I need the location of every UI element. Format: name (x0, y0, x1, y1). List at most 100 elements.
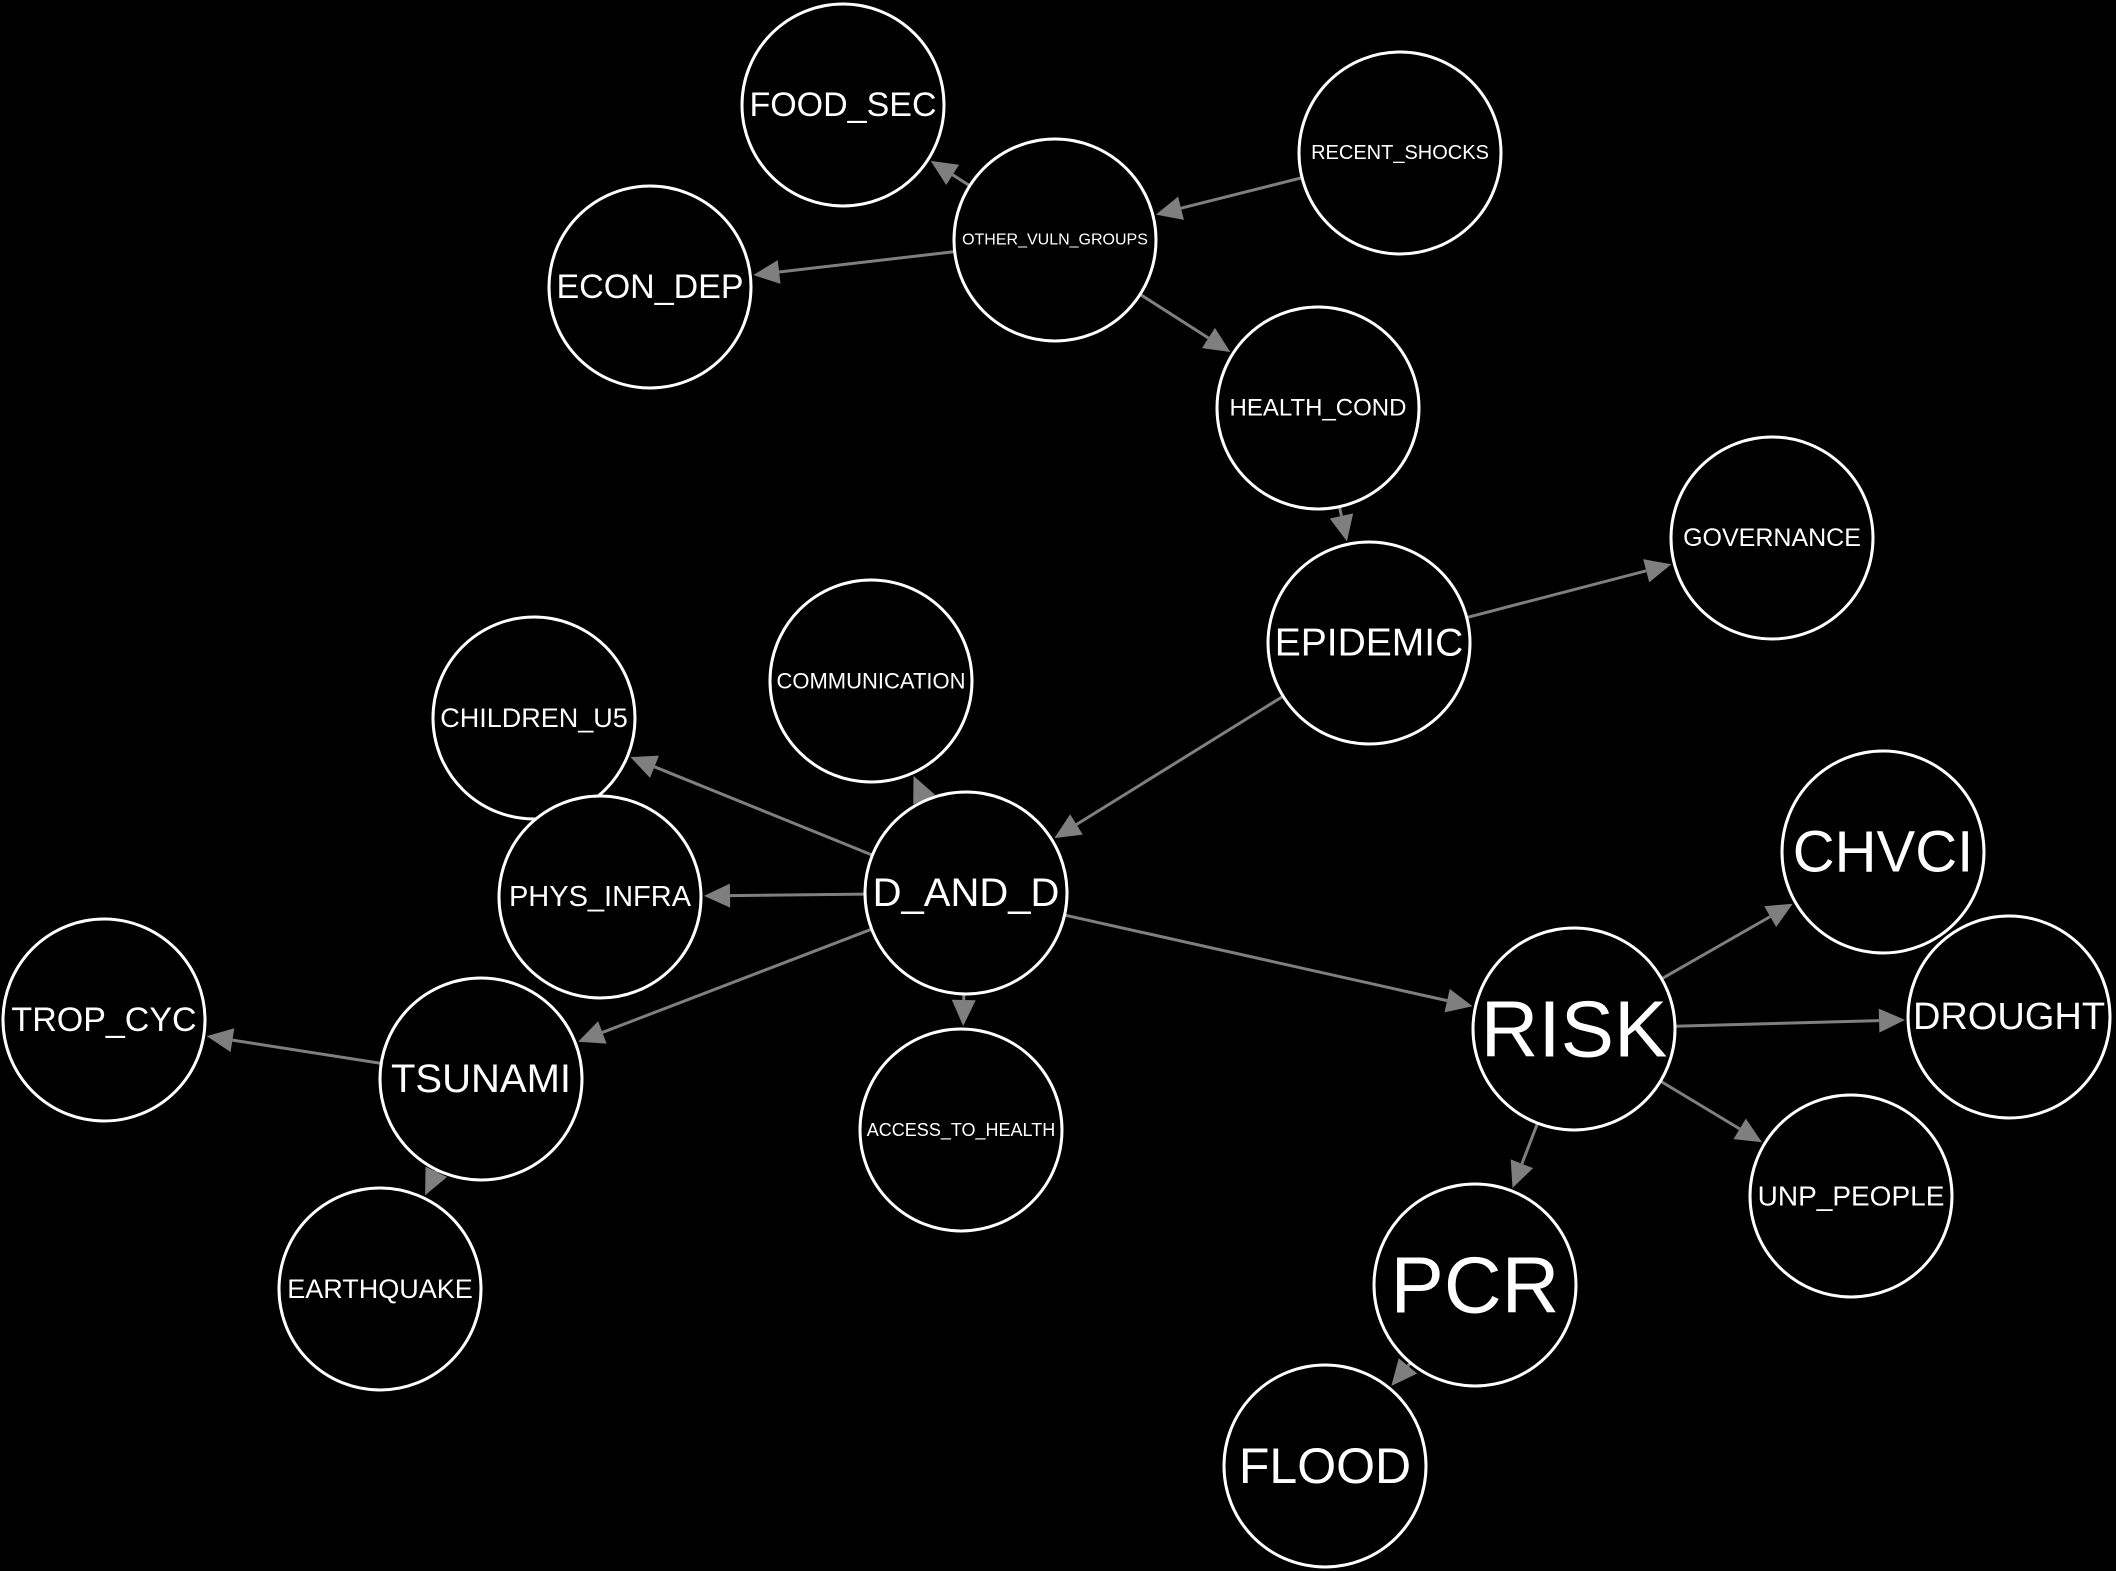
node-epidemic[interactable]: EPIDEMIC (1266, 540, 1472, 746)
arrowhead-icon (753, 260, 781, 284)
node-econ-dep[interactable]: ECON_DEP (547, 184, 753, 390)
edge-line (1139, 293, 1210, 340)
arrowhead-icon (206, 1028, 235, 1052)
arrowhead-icon (913, 775, 936, 805)
edge-other-vuln-groups-to-food-sec (930, 160, 971, 188)
node-communication[interactable]: COMMUNICATION (768, 578, 974, 784)
node-food-sec[interactable]: FOOD_SEC (740, 2, 946, 208)
node-drought[interactable]: DROUGHT (1906, 914, 2112, 1120)
edge-line (232, 1038, 382, 1065)
node-label: HEALTH_COND (1230, 395, 1407, 422)
node-label: GOVERNANCE (1683, 524, 1861, 552)
node-earthquake[interactable]: EARTHQUAKE (277, 1186, 483, 1392)
arrowhead-icon (703, 883, 731, 908)
arrowhead-icon (1764, 903, 1793, 928)
edge-health-cond-to-epidemic (1329, 506, 1354, 542)
arrowhead-icon (425, 1166, 448, 1196)
node-label: TROP_CYC (11, 1001, 196, 1039)
arrowhead-icon (1054, 814, 1083, 839)
arrowhead-icon (1643, 559, 1672, 583)
node-circle (1, 917, 207, 1123)
node-label: CHILDREN_U5 (440, 703, 628, 733)
node-circle (378, 976, 584, 1182)
edge-risk-to-chvci (1660, 903, 1793, 981)
node-circle (1266, 540, 1472, 746)
edge-tsunami-to-trop-cyc (206, 1028, 382, 1065)
node-circle (1215, 305, 1421, 511)
node-phys-infra[interactable]: PHYS_INFRA (497, 794, 703, 1000)
node-label: UNP_PEOPLE (1758, 1181, 1945, 1212)
node-chvci[interactable]: CHVCI (1780, 749, 1986, 955)
node-recent-shocks[interactable]: RECENT_SHOCKS (1297, 50, 1503, 256)
node-circle (547, 184, 753, 390)
node-circle (858, 1027, 1064, 1233)
edge-line (1466, 569, 1647, 619)
node-governance[interactable]: GOVERNANCE (1669, 435, 1875, 641)
edge-d-and-d-to-tsunami (578, 927, 873, 1044)
node-label: PCR (1391, 1241, 1560, 1330)
node-label: CHVCI (1793, 820, 1973, 885)
edge-epidemic-to-governance (1466, 559, 1672, 619)
node-circle (863, 790, 1069, 996)
arrowhead-icon (630, 755, 659, 778)
edge-d-and-d-to-risk (1064, 913, 1473, 1013)
node-trop-cyc[interactable]: TROP_CYC (1, 917, 207, 1123)
edge-line (1337, 506, 1343, 517)
edges-layer (206, 160, 1906, 1386)
node-children-u5[interactable]: CHILDREN_U5 (431, 615, 637, 821)
edge-epidemic-to-d-and-d (1054, 694, 1284, 839)
node-pcr[interactable]: PCR (1372, 1182, 1578, 1388)
node-circle (1780, 749, 1986, 955)
node-other-vuln-groups[interactable]: OTHER_VULN_GROUPS (952, 137, 1158, 343)
node-label: COMMUNICATION (776, 669, 965, 694)
node-label: RISK (1481, 985, 1668, 1074)
node-label: D_AND_D (873, 871, 1060, 915)
node-label: TSUNAMI (391, 1057, 571, 1101)
edge-risk-to-drought (1674, 1008, 1906, 1033)
node-tsunami[interactable]: TSUNAMI (378, 976, 584, 1182)
edge-d-and-d-to-children-u5 (630, 755, 873, 857)
arrowhead-icon (1201, 327, 1231, 353)
edge-risk-to-unp-people (1659, 1079, 1762, 1143)
node-circle (1906, 914, 2112, 1120)
node-label: FOOD_SEC (749, 86, 936, 124)
edge-line (601, 927, 873, 1034)
node-label: PHYS_INFRA (509, 881, 692, 913)
arrowhead-icon (1391, 1358, 1418, 1386)
edge-risk-to-pcr (1510, 1122, 1539, 1189)
edge-line (1180, 176, 1303, 210)
arrowhead-icon (930, 160, 960, 185)
node-circle (952, 137, 1158, 343)
edge-line (1075, 694, 1284, 826)
edge-d-and-d-to-phys-infra (703, 883, 866, 908)
node-circle (1297, 50, 1503, 256)
edge-other-vuln-groups-to-econ-dep (753, 250, 955, 284)
node-label: FLOOD (1239, 1438, 1411, 1494)
arrowhead-icon (1444, 988, 1473, 1013)
node-flood[interactable]: FLOOD (1222, 1363, 1428, 1569)
node-health-cond[interactable]: HEALTH_COND (1215, 305, 1421, 511)
node-d-and-d[interactable]: D_AND_D (863, 790, 1069, 996)
arrowhead-icon (1155, 196, 1184, 220)
edge-line (1660, 915, 1771, 981)
arrowhead-icon (951, 999, 976, 1027)
edge-recent-shocks-to-other-vuln-groups (1155, 176, 1303, 220)
arrowhead-icon (578, 1021, 607, 1044)
node-access-to-health[interactable]: ACCESS_TO_HEALTH (858, 1027, 1064, 1233)
edge-line (1674, 1019, 1880, 1028)
node-unp-people[interactable]: UNP_PEOPLE (1748, 1093, 1954, 1299)
node-risk[interactable]: RISK (1471, 926, 1677, 1132)
node-circle (1222, 1363, 1428, 1569)
edge-line (1659, 1079, 1741, 1131)
node-circle (740, 2, 946, 208)
edge-line (778, 250, 955, 274)
arrowhead-icon (1733, 1118, 1762, 1143)
arrowhead-icon (1329, 513, 1354, 542)
node-circle (497, 794, 703, 1000)
node-label: DROUGHT (1913, 996, 2105, 1038)
edge-line (729, 892, 866, 898)
node-circle (1748, 1093, 1954, 1299)
node-circle (1372, 1182, 1578, 1388)
node-label: RECENT_SHOCKS (1311, 142, 1489, 164)
